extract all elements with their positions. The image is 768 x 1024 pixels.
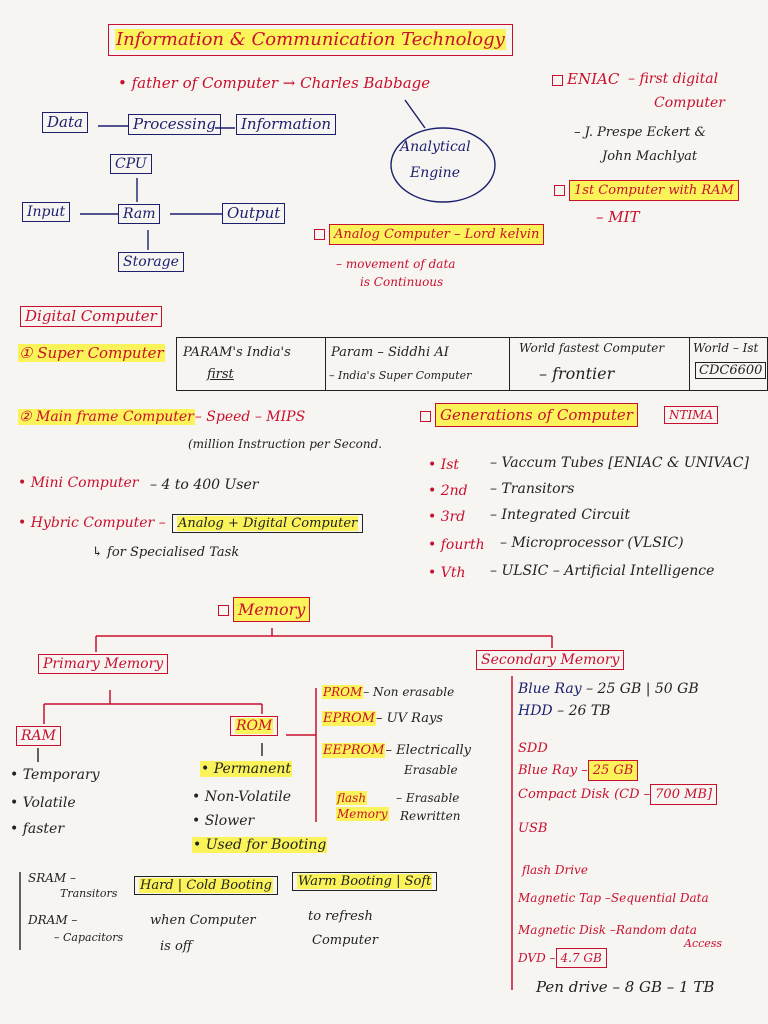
gen-5-desc: – ULSIC – Artificial Intelligence bbox=[490, 563, 715, 579]
super-computer-table: PARAM's India's first Param – Siddhi AI … bbox=[176, 337, 768, 391]
secondary-memory: Secondary Memory bbox=[476, 650, 625, 670]
sec-item-2: HDD – 26 TB bbox=[518, 703, 611, 719]
rom-prop-3: • Slower bbox=[192, 813, 255, 829]
flow-data: Data bbox=[42, 112, 88, 133]
page-title: Information & Communication Technology bbox=[108, 24, 513, 56]
sec-item-7: flash Drive bbox=[522, 863, 588, 877]
primary-memory: Primary Memory bbox=[38, 654, 169, 674]
analytical-engine-line2: Engine bbox=[410, 165, 460, 181]
super-cell-frontier-text2: – frontier bbox=[539, 364, 615, 383]
gen-2-desc: – Transitors bbox=[490, 481, 575, 497]
flash-name2: Memory bbox=[336, 807, 389, 821]
super-cell-cdc-text2: CDC6600 bbox=[695, 362, 767, 379]
ram-first-by: – MIT bbox=[596, 208, 640, 226]
flow-cpu: CPU bbox=[110, 154, 152, 174]
ram-prop-1: • Temporary bbox=[10, 767, 100, 783]
sec-item-4: Blue Ray –25 GB bbox=[518, 760, 639, 781]
eniac-desc: – first digital bbox=[628, 71, 719, 87]
digital-heading: Digital Computer bbox=[20, 306, 162, 327]
analog-note2: is Continuous bbox=[360, 275, 444, 289]
generations-heading: Generations of Computer bbox=[420, 403, 638, 427]
sec-item-5: Compact Disk (CD –700 MB] bbox=[518, 784, 718, 805]
gen-4-num: • fourth bbox=[428, 537, 485, 553]
eniac-desc2: Computer bbox=[654, 95, 725, 111]
eniac-label: ENIAC bbox=[552, 72, 619, 87]
flow-input: Input bbox=[22, 202, 71, 222]
hard-note2: is off bbox=[160, 939, 192, 954]
memory-heading: Memory bbox=[218, 597, 311, 622]
rom-prop-4: • Used for Booting bbox=[192, 837, 328, 853]
mini-label: • Mini Computer bbox=[18, 475, 139, 491]
gen-2-num: • 2nd bbox=[428, 483, 468, 499]
eniac-inventors: – J. Prespe Eckert & bbox=[574, 125, 707, 140]
super-cell-cdc-text1: World – Ist bbox=[693, 341, 759, 355]
ram-first-label: 1st Computer with RAM bbox=[554, 180, 739, 201]
gen-1-num: • Ist bbox=[428, 457, 460, 473]
hybrid-box: Analog + Digital Computer bbox=[172, 514, 364, 533]
super-cell-param: PARAM's India's first bbox=[177, 338, 326, 390]
super-cell-param-text2: first bbox=[207, 367, 234, 382]
rom-label: ROM bbox=[230, 716, 279, 736]
hybrid-label: • Hybric Computer – bbox=[18, 515, 166, 531]
hard-booting: Hard | Cold Booting bbox=[134, 876, 278, 895]
super-cell-siddhi: Param – Siddhi AI – India's Super Comput… bbox=[325, 338, 510, 390]
gen-5-num: • Vth bbox=[428, 565, 466, 581]
eprom-name: EPROM– UV Rays bbox=[322, 711, 443, 726]
father-of-computer: • father of Computer → Charles Babbage bbox=[118, 74, 431, 92]
warm-note1: to refresh bbox=[308, 909, 373, 924]
generations-abbr: NTIMA bbox=[664, 406, 719, 424]
rom-prop-1: • Permanent bbox=[200, 761, 293, 777]
sec-item-6: USB bbox=[518, 821, 548, 836]
gen-1-desc: – Vaccum Tubes [ENIAC & UNIVAC] bbox=[490, 455, 749, 471]
flow-output: Output bbox=[222, 203, 286, 224]
super-cell-siddhi-text2: – India's Super Computer bbox=[329, 369, 472, 382]
flow-storage: Storage bbox=[118, 252, 184, 272]
flash-desc2: Rewritten bbox=[400, 809, 461, 823]
sec-item-3: SDD bbox=[518, 741, 548, 756]
mainframe-label: ② Main frame Computer– Speed – MIPS bbox=[18, 409, 306, 425]
warm-note2: Computer bbox=[312, 933, 378, 948]
ram-label: RAM bbox=[16, 726, 61, 746]
gen-3-num: • 3rd bbox=[428, 509, 466, 525]
super-computer-label: ① Super Computer bbox=[18, 344, 165, 362]
super-cell-param-text1: PARAM's India's bbox=[183, 345, 291, 360]
eniac-inventors2: John Machlyat bbox=[602, 149, 698, 164]
eeprom-desc2: Erasable bbox=[404, 763, 458, 777]
sram: SRAM – bbox=[28, 871, 77, 885]
warm-booting: Warm Booting | Soft bbox=[292, 872, 438, 891]
super-cell-cdc: World – Ist CDC6600 bbox=[689, 338, 767, 390]
flow-processing: Processing bbox=[128, 114, 222, 135]
sram-2: Transitors bbox=[60, 887, 118, 900]
mini-users: – 4 to 400 User bbox=[150, 477, 259, 493]
ram-prop-2: • Volatile bbox=[10, 795, 76, 811]
hybrid-note: ↳ for Specialised Task bbox=[92, 545, 240, 560]
rom-prop-2: • Non-Volatile bbox=[192, 789, 292, 805]
sec-item-9: Magnetic Disk –Random data bbox=[518, 923, 697, 937]
prom-name: PROM– Non erasable bbox=[322, 685, 455, 699]
hard-note1: when Computer bbox=[150, 913, 256, 928]
analog-note1: – movement of data bbox=[336, 257, 456, 271]
super-cell-siddhi-text1: Param – Siddhi AI bbox=[331, 345, 449, 360]
super-cell-frontier: World fastest Computer – frontier bbox=[509, 338, 690, 390]
flash-desc: – Erasable bbox=[396, 791, 460, 805]
sec-item-10: DVD –4.7 GB bbox=[518, 948, 607, 968]
flow-information: Information bbox=[236, 114, 337, 135]
flash-name: flash bbox=[336, 791, 368, 805]
dram: DRAM – bbox=[28, 913, 78, 927]
gen-4-desc: – Microprocessor (VLSIC) bbox=[500, 535, 684, 551]
sec-item-11: Pen drive – 8 GB – 1 TB bbox=[536, 978, 715, 996]
mainframe-mips: (million Instruction per Second. bbox=[188, 437, 383, 451]
analytical-engine-line1: Analytical bbox=[400, 139, 471, 155]
gen-3-desc: – Integrated Circuit bbox=[490, 507, 631, 523]
analog-label: Analog Computer – Lord kelvin bbox=[314, 224, 545, 245]
eeprom-name: EEPROM– Electrically bbox=[322, 743, 472, 758]
flow-ram: Ram bbox=[118, 204, 161, 224]
sec-item-8: Magnetic Tap –Sequential Data bbox=[518, 891, 709, 905]
sec-item-1: Blue Ray – 25 GB | 50 GB bbox=[518, 681, 699, 697]
dram-2: – Capacitors bbox=[54, 931, 124, 944]
super-cell-frontier-text1: World fastest Computer bbox=[519, 341, 665, 355]
sec-item-9-access: Access bbox=[684, 937, 723, 950]
ram-prop-3: • faster bbox=[10, 821, 65, 837]
